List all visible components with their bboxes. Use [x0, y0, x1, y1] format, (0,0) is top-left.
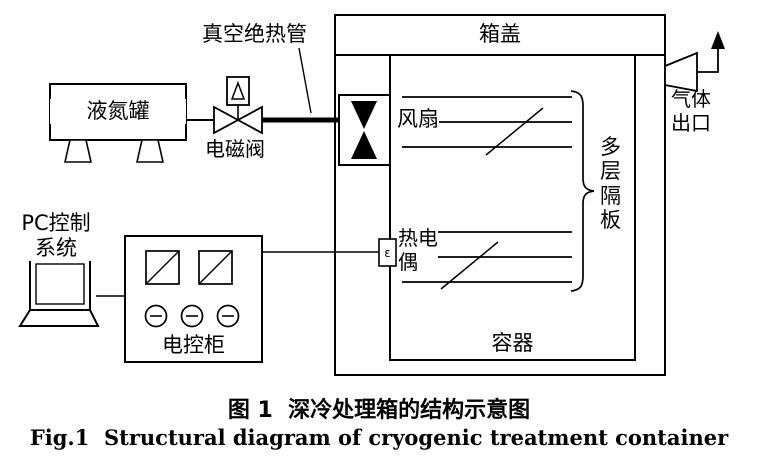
caption-english: Fig.1 Structural diagram of cryogenic tr… [29, 425, 729, 450]
valve-actuator-triangle [230, 80, 246, 100]
pipe-label-leader-line [298, 47, 312, 114]
gas-outlet-nozzle [664, 51, 698, 93]
fan-blade-top [351, 101, 377, 129]
caption-chinese: 图 1 深冷处理箱的结构示意图 [227, 398, 531, 423]
fan-label: 风扇 [397, 107, 439, 132]
valve-body-left [213, 105, 240, 135]
tank-leg-right [135, 139, 165, 163]
valve-label: 电磁阀 [202, 137, 268, 162]
gas-outlet-arrow-icon [711, 31, 725, 49]
gas-outlet-duct-line [697, 45, 719, 73]
thermocouple-label-line1: 热电 [398, 226, 438, 250]
laptop-base [18, 309, 100, 327]
partitions-label: 多层隔板 [600, 135, 624, 233]
shelf-break-slash-top [485, 107, 544, 156]
thermocouple-label: 热电 偶 [398, 226, 438, 275]
thermocouple-box [378, 238, 397, 267]
pc-system-label: PC控制 系统 [8, 211, 104, 261]
lid-label: 箱盖 [479, 22, 521, 46]
gas-outlet-label: 气体出口 [671, 87, 711, 136]
thermocouple-label-line2: 偶 [398, 249, 418, 274]
fan-blade-bottom [351, 131, 377, 159]
container-outer-box [334, 14, 666, 376]
tank-leg-left [63, 139, 93, 163]
cabinet-label: 电控柜 [162, 333, 225, 357]
cabinet-meter-right-needle [198, 250, 233, 285]
inner-vessel-box [389, 54, 636, 361]
tank-label: 液氮罐 [50, 99, 186, 124]
cabinet-meter-left-needle [145, 250, 180, 285]
partitions-brace [570, 90, 595, 292]
laptop-screen-inner [35, 263, 85, 305]
vacuum-pipe-label: 真空绝热管 [202, 22, 307, 47]
vessel-label: 容器 [491, 331, 534, 355]
thermocouple-symbol: ε [384, 245, 391, 260]
valve-body-right [236, 105, 263, 135]
shelf-break-slash-bottom [440, 241, 499, 290]
pc-system-label-line1: PC控制 [21, 211, 91, 235]
pc-system-label-line2: 系统 [35, 235, 77, 260]
